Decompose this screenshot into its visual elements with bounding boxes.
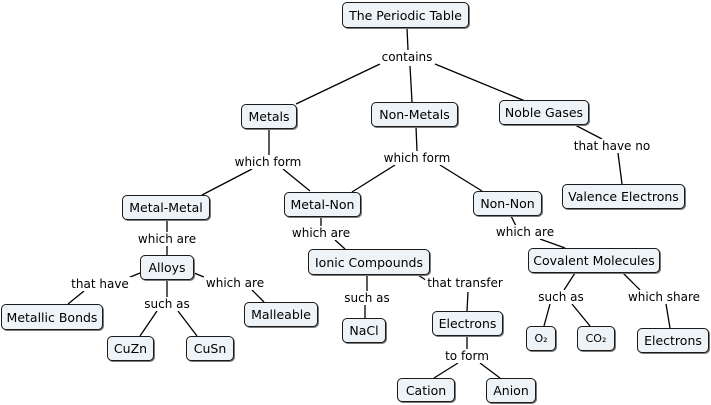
node-valence-electrons[interactable]: Valence Electrons (562, 184, 685, 209)
node-non-non[interactable]: Non-Non (473, 191, 542, 216)
node-electrons-ionic[interactable]: Electrons (432, 311, 503, 336)
connector (617, 152, 623, 185)
link-label-to-form: to form (443, 349, 491, 363)
connector (479, 362, 501, 379)
connector (409, 65, 413, 103)
connector (201, 168, 253, 196)
link-label-such-as-ionic: such as (342, 291, 392, 305)
connector (563, 272, 576, 291)
connector (67, 290, 85, 305)
node-o2[interactable]: O₂ (526, 326, 556, 351)
node-noble-gases[interactable]: Noble Gases (499, 100, 589, 125)
connector (622, 272, 641, 291)
node-metal-metal[interactable]: Metal-Metal (122, 195, 210, 220)
connector (571, 303, 591, 327)
connector (439, 164, 483, 192)
link-label-which-are-non-non: which are (493, 225, 557, 239)
connector (510, 215, 517, 227)
link-label-that-have: that have (69, 277, 131, 291)
link-label-which-are-metal-metal: which are (135, 232, 199, 246)
link-label-which-form-metals: which form (232, 155, 304, 169)
link-label-that-transfer: that transfer (425, 276, 505, 290)
node-electrons-covalent[interactable]: Electrons (637, 328, 709, 353)
connector (139, 310, 158, 337)
connector (282, 168, 311, 192)
connector (574, 124, 603, 140)
node-periodic-table[interactable]: The Periodic Table (342, 2, 469, 28)
node-cuzn[interactable]: CuZn (107, 336, 154, 361)
connector (543, 303, 551, 327)
link-label-which-are-metal-non: which are (289, 226, 353, 240)
link-label-which-share: which share (625, 290, 703, 304)
link-label-that-have-no: that have no (571, 139, 653, 153)
node-metal-non[interactable]: Metal-Non (284, 192, 361, 217)
connector (539, 238, 566, 249)
connector (665, 303, 671, 329)
node-non-metals[interactable]: Non-Metals (371, 102, 458, 127)
connector (193, 272, 205, 278)
link-label-such-as-covalent: such as (536, 290, 586, 304)
node-covalent-molecules[interactable]: Covalent Molecules (528, 248, 660, 273)
node-alloys[interactable]: Alloys (140, 255, 194, 280)
connector (251, 289, 265, 303)
link-label-which-form-nonmetals: which form (381, 151, 453, 165)
node-metals[interactable]: Metals (241, 104, 297, 129)
node-anion[interactable]: Anion (486, 378, 536, 403)
node-metallic-bonds[interactable]: Metallic Bonds (1, 304, 103, 330)
node-ionic-compounds[interactable]: Ionic Compounds (308, 249, 430, 275)
connector (334, 239, 346, 250)
connector (415, 126, 418, 152)
connector (295, 63, 381, 105)
node-nacl[interactable]: NaCl (342, 318, 386, 343)
connector (434, 63, 526, 102)
connector (466, 291, 469, 312)
connector (351, 164, 396, 193)
connector (406, 27, 409, 51)
node-cation[interactable]: Cation (397, 378, 455, 402)
node-malleable[interactable]: Malleable (244, 302, 318, 327)
link-label-such-as-alloys: such as (142, 297, 192, 311)
node-cusn[interactable]: CuSn (186, 336, 234, 361)
link-label-which-are-alloys: which are (203, 276, 267, 290)
connector (433, 362, 459, 379)
connector (177, 310, 198, 337)
node-co2[interactable]: CO₂ (577, 326, 615, 351)
link-label-contains: contains (379, 50, 435, 64)
